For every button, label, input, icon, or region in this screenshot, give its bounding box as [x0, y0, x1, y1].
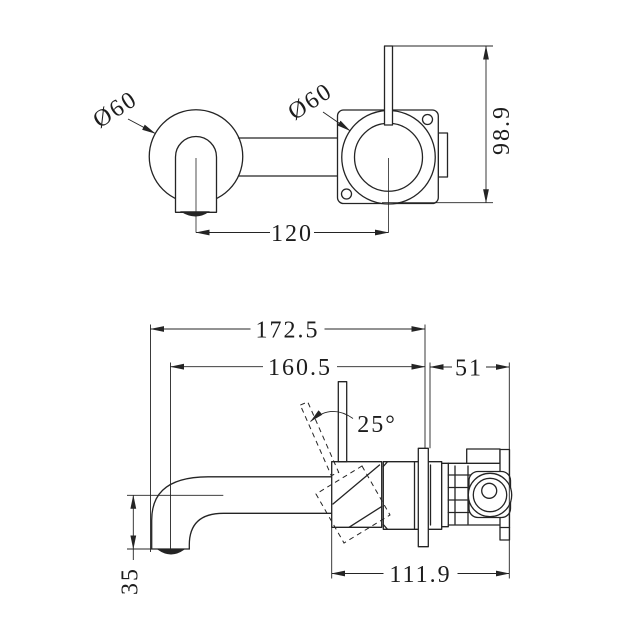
spout-outer-profile	[151, 476, 333, 550]
side-view: 25° 172.5 160.5 51	[118, 316, 513, 595]
dimension-handle-angle: 25°	[310, 410, 397, 438]
handle-lever-tilted-dashed	[299, 401, 340, 477]
handle-lever-side	[337, 381, 348, 463]
inlet-inner-circle	[472, 477, 508, 513]
screw-hole-top-right	[421, 113, 434, 126]
wall-flange	[417, 447, 429, 548]
screw-hole-bottom-left	[340, 188, 353, 200]
dimension-body-projection: 111.9	[331, 560, 510, 588]
extension-lines	[150, 324, 510, 579]
dimension-centre-to-centre: 120	[195, 219, 389, 247]
handle-base-rotated-dashed	[315, 465, 391, 544]
dimension-label-98-9: 98.9	[489, 105, 515, 155]
handle-lever-front	[383, 45, 394, 126]
dimension-label-51: 51	[455, 356, 483, 382]
spout-aerator-front	[179, 211, 210, 217]
dimension-label-25deg: 25°	[357, 412, 397, 438]
dimension-wall-depth: 51	[429, 354, 510, 382]
mounting-plate-side-lug	[437, 132, 449, 178]
dimension-overall-height: 98.9	[382, 45, 515, 204]
dimension-label-mixer-diameter: Ø60	[284, 78, 338, 126]
leader-spout-diameter: Ø60	[89, 86, 156, 134]
spout-inner-profile	[188, 512, 333, 550]
dimension-label-spout-diameter: Ø60	[89, 86, 143, 134]
inlet-port-circle	[481, 482, 498, 499]
dimension-label-172-5: 172.5	[256, 318, 320, 344]
dimension-spout-projection: 160.5	[170, 353, 426, 381]
bracket-upper-tab	[466, 448, 501, 464]
dimension-spout-drop: 35	[118, 494, 224, 595]
dimension-label-111-9: 111.9	[389, 562, 451, 588]
cartridge-chamfers	[382, 461, 389, 530]
handle-base-wedge-line-2	[348, 505, 383, 528]
handle-base-block	[331, 461, 383, 528]
spout-aerator-side	[157, 549, 185, 555]
dimension-overall-projection: 172.5	[150, 316, 426, 344]
dimension-label-35: 35	[118, 567, 144, 595]
body-washer	[441, 462, 449, 528]
dimension-label-160-5: 160.5	[268, 355, 332, 381]
handle-base-wedge-line-1	[332, 464, 381, 505]
dimension-label-120: 120	[271, 221, 313, 247]
front-view: 120 Ø60 Ø60 98.9	[89, 45, 515, 247]
inlet-outer-circle	[467, 472, 513, 518]
cartridge-body	[382, 461, 443, 530]
